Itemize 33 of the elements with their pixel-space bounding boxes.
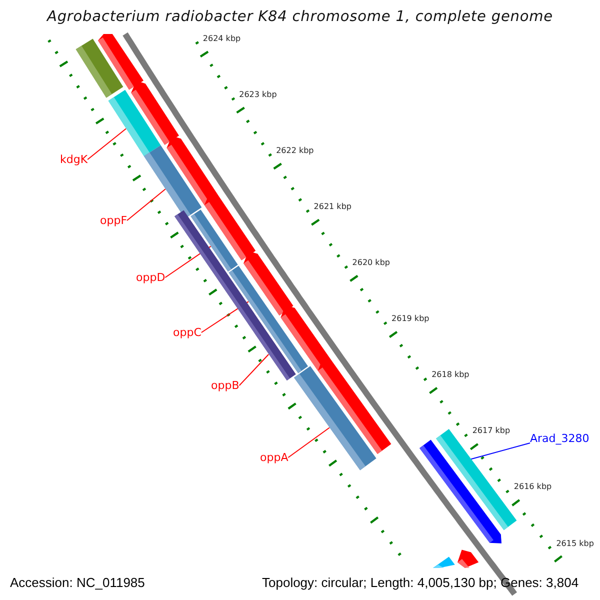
leader-line <box>288 427 330 458</box>
scale-label: 2623 kbp <box>239 90 277 99</box>
leader-line <box>238 354 270 386</box>
gene-bar <box>108 90 161 156</box>
footer-text: Accession: NC_011985 <box>10 575 145 590</box>
scale-label: 2619 kbp <box>392 314 430 324</box>
gene-bar <box>432 556 455 568</box>
gene-bar <box>458 550 479 568</box>
gene-bar <box>190 210 238 272</box>
scale-label: 2621 kbp <box>314 202 352 212</box>
gene-bar <box>144 145 202 218</box>
scale-label: 2618 kbp <box>432 370 470 380</box>
footer-text: Topology: circular; Length: 4,005,130 bp; Genes: 3,804 <box>262 575 579 590</box>
scale-label: 2616 kbp <box>514 482 552 492</box>
gene-bar <box>294 366 376 470</box>
leader-line <box>126 188 166 221</box>
gene-label: kdgK <box>60 153 88 166</box>
scale-label: 2617 kbp <box>472 426 510 436</box>
gene-label: oppA <box>260 451 288 464</box>
gene-label: Arad_3280 <box>530 432 590 445</box>
gene-label: oppC <box>173 326 202 339</box>
scale-label: 2620 kbp <box>352 258 390 268</box>
scale-label: 2622 kbp <box>276 146 314 155</box>
gene-label: oppB <box>211 379 240 392</box>
gene-bar <box>76 38 124 98</box>
title: Agrobacterium radiobacter K84 chromosome 1, complete genome <box>45 9 554 25</box>
gene-label: oppF <box>100 214 128 227</box>
gene-bar <box>420 440 502 544</box>
scale-label: 2624 kbp <box>202 34 241 43</box>
gene-label: oppD <box>136 271 166 284</box>
scale-label: 2615 kbp <box>556 538 594 548</box>
leader-line <box>87 128 127 160</box>
leader-line <box>470 442 530 460</box>
